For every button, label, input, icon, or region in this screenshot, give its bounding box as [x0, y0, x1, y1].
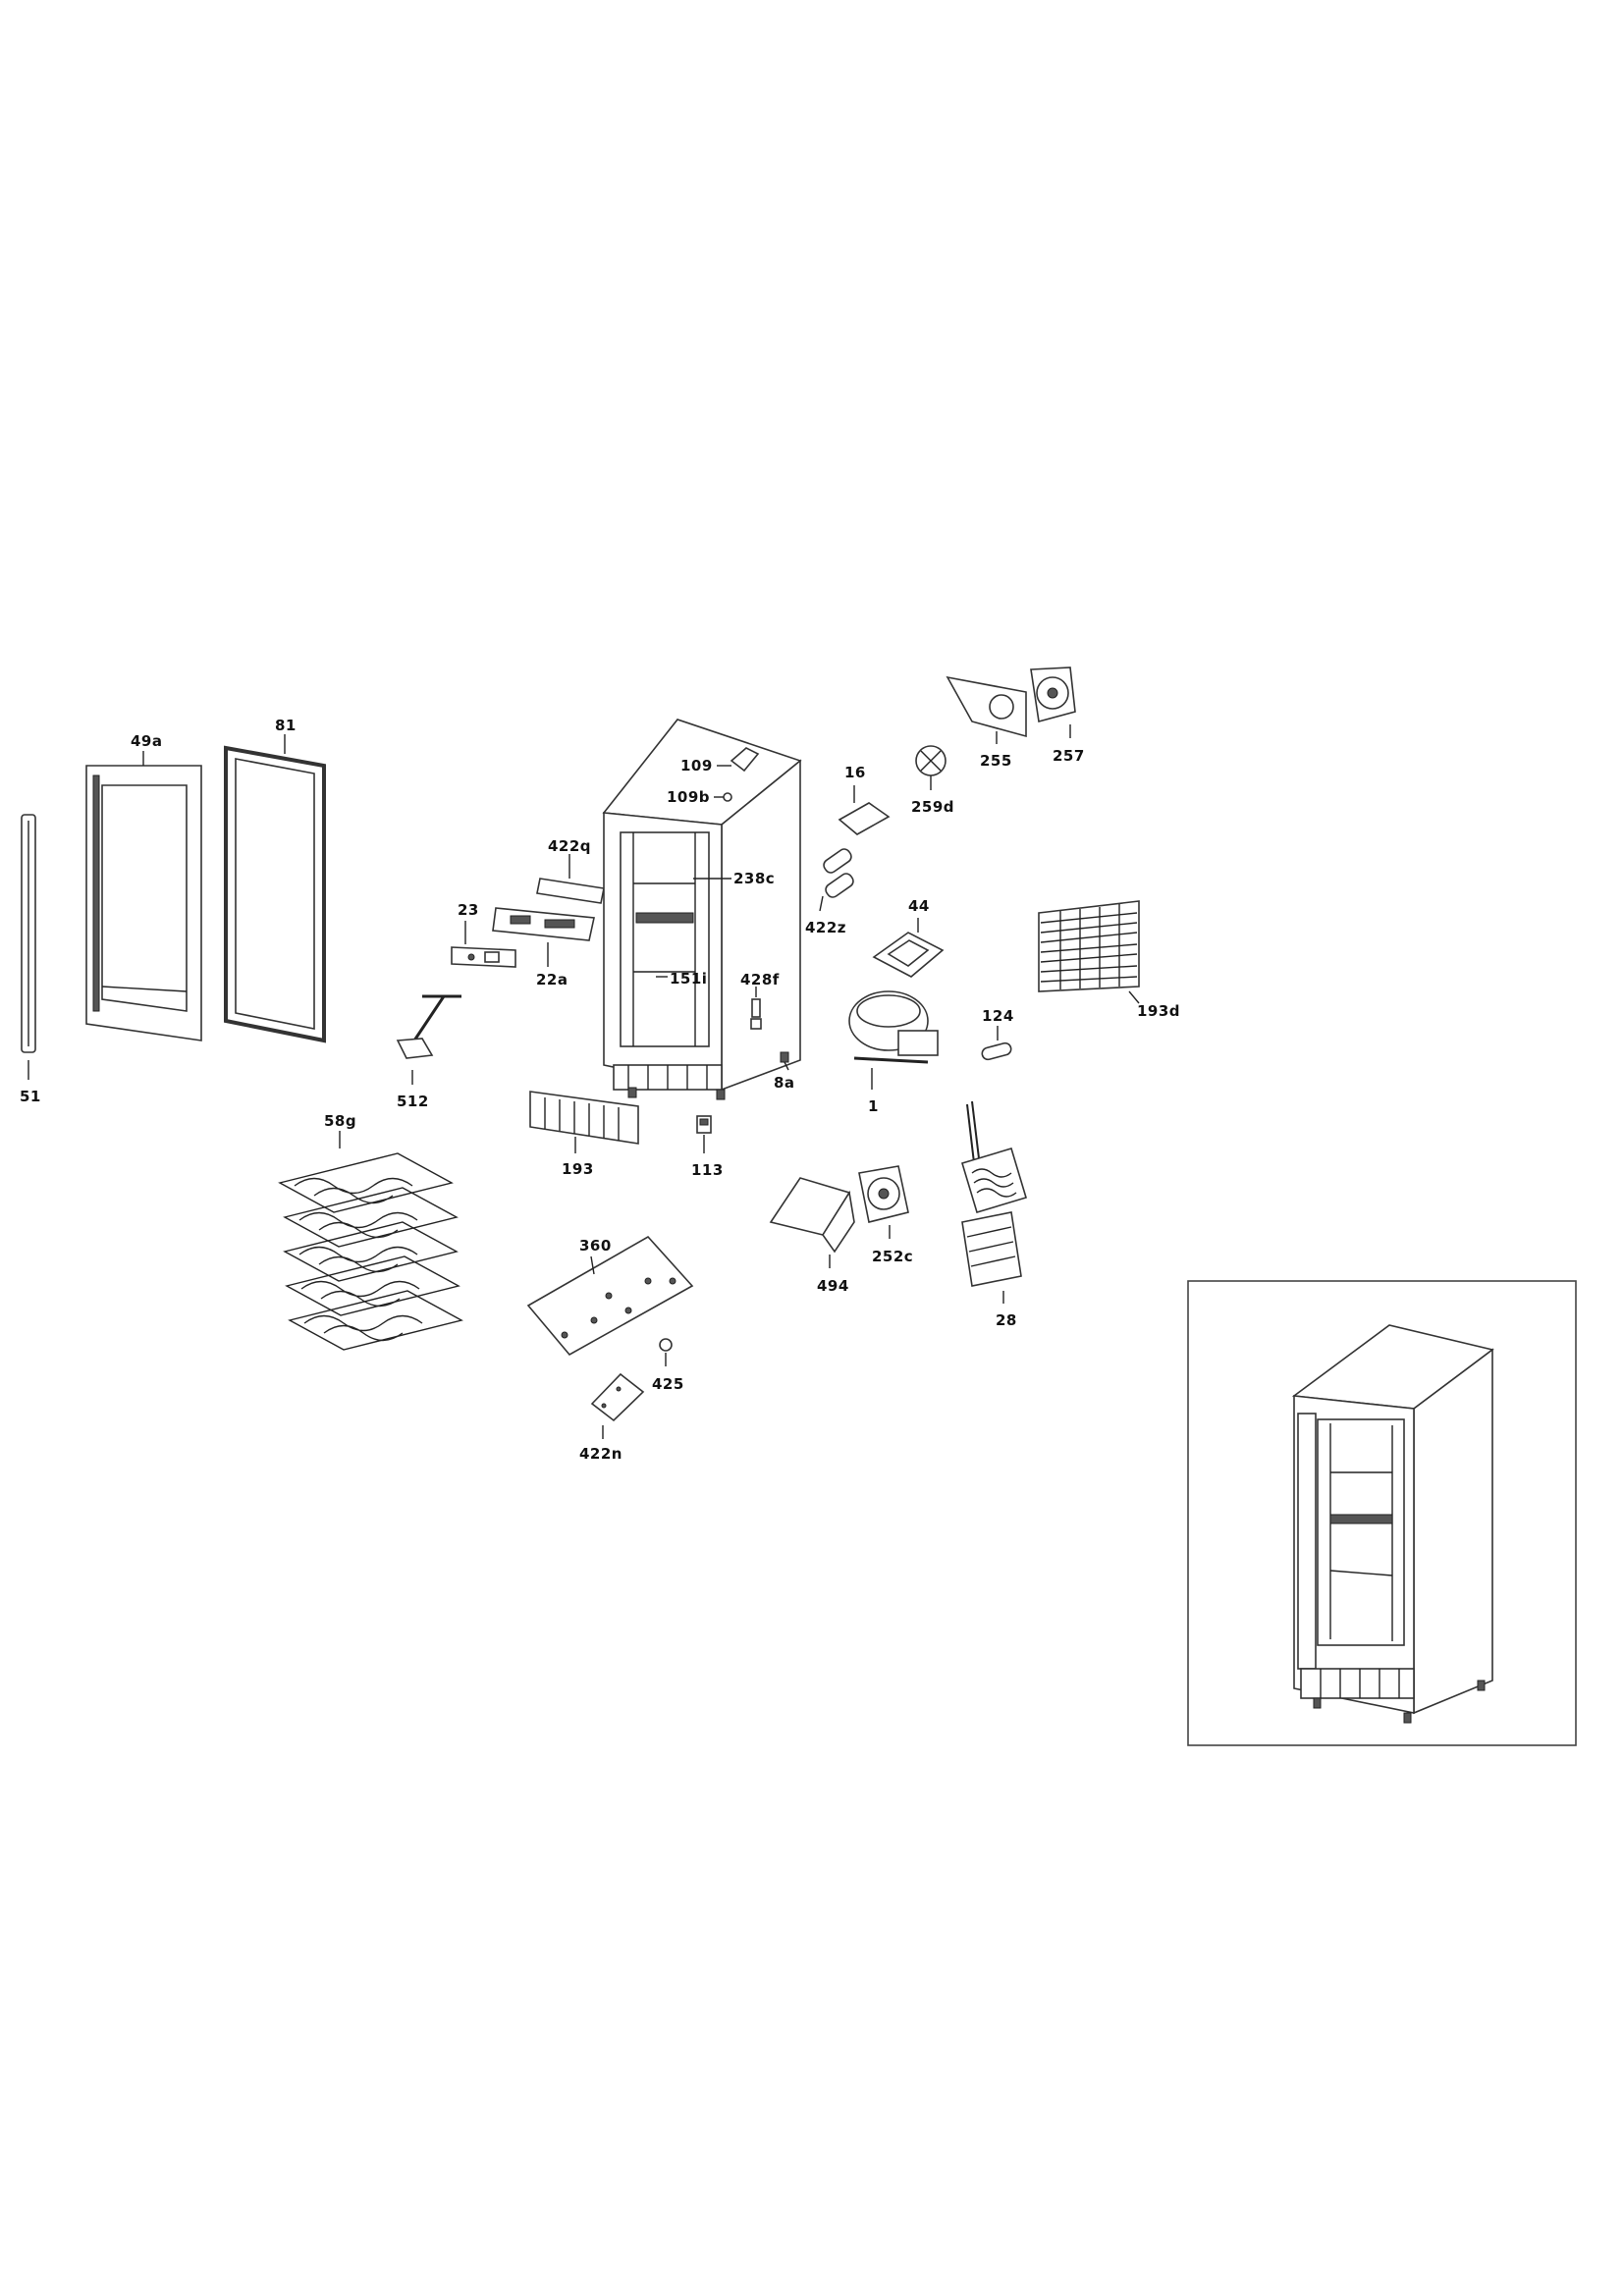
fan-guard-part-259d: [915, 745, 947, 790]
label-23: 23: [458, 901, 479, 919]
part-422n: [590, 1372, 645, 1439]
assembled-view-inset: [1187, 1280, 1577, 1746]
compressor-part-1: [848, 990, 939, 1090]
label-49a: 49a: [131, 732, 163, 750]
label-124: 124: [982, 1007, 1014, 1025]
label-193: 193: [562, 1160, 594, 1178]
control-panel-part-22a: [492, 907, 595, 967]
door-glass-part-81: [224, 734, 326, 1043]
label-259d: 259d: [911, 798, 954, 816]
label-109b: 109b: [667, 788, 710, 806]
base-plate-part-360: [526, 1235, 694, 1357]
handle-part-51: [21, 814, 36, 1080]
bracket-part-255: [946, 675, 1027, 744]
cabinet-body: [602, 719, 802, 1100]
bracket-part-494: [769, 1177, 855, 1268]
label-494: 494: [817, 1277, 849, 1295]
door-frame-part-49a: [85, 751, 202, 1041]
label-8a: 8a: [774, 1074, 795, 1092]
panel-part-422q: [536, 854, 605, 904]
part-422z: [819, 848, 854, 912]
fan-part-257: [1030, 667, 1076, 738]
label-428f: 428f: [740, 971, 780, 988]
label-58g: 58g: [324, 1112, 356, 1130]
part-109b: [714, 792, 732, 802]
label-193d: 193d: [1137, 1002, 1180, 1020]
part-109: [717, 747, 760, 773]
tray-part-44: [872, 918, 945, 978]
part-124: [981, 1026, 1012, 1061]
label-422n: 422n: [579, 1445, 622, 1463]
part-113: [696, 1115, 712, 1153]
label-255: 255: [980, 752, 1012, 770]
bottom-grille-part-193: [529, 1091, 639, 1153]
label-360: 360: [579, 1237, 612, 1255]
label-51: 51: [20, 1088, 41, 1105]
label-151i: 151i: [670, 970, 707, 988]
label-257: 257: [1053, 747, 1085, 765]
label-512: 512: [397, 1093, 429, 1110]
label-1: 1: [868, 1097, 879, 1115]
label-425: 425: [652, 1375, 684, 1393]
part-16: [838, 785, 891, 835]
wire-shelves-part-58g: [278, 1131, 463, 1351]
label-81: 81: [275, 717, 297, 734]
label-252c: 252c: [872, 1248, 913, 1265]
fan-part-252c: [858, 1165, 909, 1239]
label-22a: 22a: [536, 971, 568, 988]
label-16: 16: [844, 764, 866, 781]
part-425: [659, 1338, 673, 1366]
label-422q: 422q: [548, 837, 591, 855]
label-109: 109: [680, 757, 713, 774]
part-428f: [750, 987, 762, 1030]
condenser-part-193d: [1038, 900, 1140, 1004]
light-part-512: [396, 994, 461, 1085]
label-113: 113: [691, 1161, 724, 1179]
label-422z: 422z: [805, 919, 846, 936]
bracket-part-23: [451, 921, 516, 968]
label-28: 28: [996, 1311, 1017, 1329]
evaporator-part-28: [961, 1100, 1027, 1304]
label-238c: 238c: [733, 870, 775, 887]
label-44: 44: [908, 897, 930, 915]
